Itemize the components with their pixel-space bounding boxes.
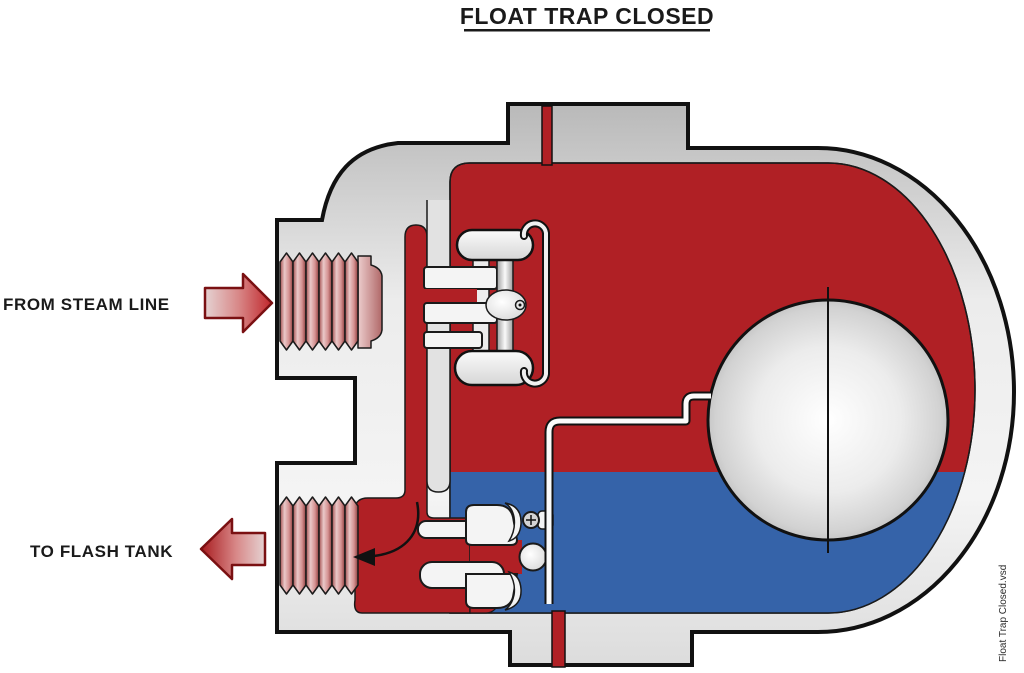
page-title: FLOAT TRAP CLOSED [460, 3, 714, 29]
title-underline [464, 29, 710, 32]
seat-gasket-upper [504, 502, 522, 543]
watermark-text: Float Trap Closed.vsd [998, 565, 1009, 662]
vent-flange-bottom [423, 331, 483, 349]
vent-bracket-highlight [521, 221, 548, 386]
vent-capsule-top [455, 228, 535, 262]
valve-pivot-cross [526, 515, 536, 525]
vent-red-curve-lower [525, 314, 535, 351]
valve-seat-lower [465, 573, 519, 609]
steam-inlet-arrow-icon [203, 272, 274, 334]
vent-valve-ball [485, 289, 527, 321]
inlet-label: FROM STEAM LINE [3, 295, 170, 314]
outlet-threads [279, 496, 359, 595]
flash-tank-arrow-icon [199, 517, 267, 581]
main-valve-assembly [417, 502, 554, 611]
flow-direction-arrow [373, 501, 420, 558]
vent-flange-upper [423, 266, 498, 290]
partition-wall-outline [426, 200, 451, 493]
bottom-boss-channel [551, 610, 566, 668]
vent-inlet-passage [407, 289, 477, 303]
vent-orifice-dot [518, 303, 522, 307]
chamber-outline [449, 162, 976, 614]
vent-red-curve-upper [525, 261, 535, 296]
valve-seat-upper [465, 504, 519, 546]
flow-direction-arrowhead [353, 548, 375, 566]
inlet-threads [279, 252, 383, 351]
vent-capsule-bottom [453, 349, 535, 387]
seat-gasket-lower [504, 570, 522, 611]
float-lever-arm [546, 393, 711, 604]
main-valve-ball [518, 542, 548, 572]
outlet-label: TO FLASH TANK [30, 542, 173, 561]
top-boss-channel [541, 105, 553, 166]
air-vent-assembly [407, 219, 550, 388]
